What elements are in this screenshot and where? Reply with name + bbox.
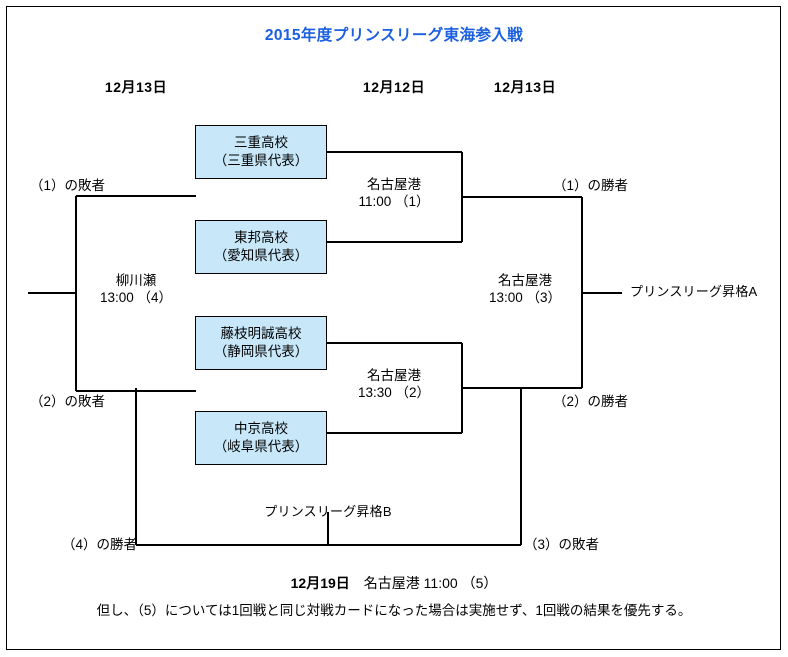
team-subtitle: （岐阜県代表）: [213, 439, 309, 454]
date-header-center: 12月12日: [362, 79, 426, 95]
match-label-3: 名古屋港 13:00 （3）: [489, 272, 561, 307]
match-venue: 名古屋港: [366, 177, 421, 192]
footer-note: 但し、（5）については1回戦と同じ対戦カードになった場合は実施せず、1回戦の結果…: [96, 603, 692, 618]
date-header-right: 12月13日: [493, 79, 557, 95]
team-subtitle: （三重県代表）: [213, 153, 309, 168]
slot-winner-4: （4）の勝者: [62, 537, 138, 552]
match-time: 13:30 （2）: [357, 385, 431, 401]
slot-loser-2: （2）の敗者: [30, 394, 106, 409]
outcome-promotion-a: プリンスリーグ昇格A: [630, 284, 758, 299]
slot-winner-2: （2）の勝者: [553, 394, 629, 409]
team-box-mie[interactable]: 三重高校 （三重県代表）: [195, 125, 327, 179]
team-name: 東邦高校: [234, 230, 288, 246]
match-venue: 柳川瀬: [115, 273, 157, 288]
footer-match-5: 12月19日 名古屋港 11:00 （5）: [291, 575, 498, 593]
slot-winner-1: （1）の勝者: [553, 178, 629, 193]
outcome-promotion-b: プリンスリーグ昇格B: [264, 504, 392, 519]
team-subtitle: （静岡県代表）: [213, 344, 309, 359]
team-name: 中京高校: [234, 421, 288, 437]
footer-date: 12月19日: [290, 575, 350, 591]
match-time: 13:00 （4）: [99, 290, 173, 306]
match-time: 11:00 （1）: [358, 194, 430, 210]
date-header-left: 12月13日: [104, 79, 168, 95]
page-border: [6, 6, 781, 650]
footer-detail: 名古屋港 11:00 （5）: [349, 575, 498, 591]
match-venue: 名古屋港: [366, 368, 421, 383]
team-box-chukyo[interactable]: 中京高校 （岐阜県代表）: [195, 411, 327, 465]
match-label-1: 名古屋港 11:00 （1）: [358, 176, 429, 211]
page-title: 2015年度プリンスリーグ東海参入戦: [264, 27, 524, 44]
team-name: 三重高校: [234, 135, 288, 151]
match-venue: 名古屋港: [497, 273, 552, 288]
slot-loser-3: （3）の敗者: [524, 537, 600, 552]
slot-loser-1: （1）の敗者: [30, 178, 106, 193]
match-label-4: 柳川瀬 13:00 （4）: [100, 272, 172, 307]
team-name: 藤枝明誠高校: [220, 326, 302, 342]
match-label-2: 名古屋港 13:30 （2）: [358, 367, 430, 402]
team-subtitle: （愛知県代表）: [213, 248, 309, 263]
team-box-toho[interactable]: 東邦高校 （愛知県代表）: [195, 220, 327, 274]
match-time: 13:00 （3）: [488, 290, 562, 306]
team-box-fujieda-meisei[interactable]: 藤枝明誠高校 （静岡県代表）: [195, 316, 327, 370]
